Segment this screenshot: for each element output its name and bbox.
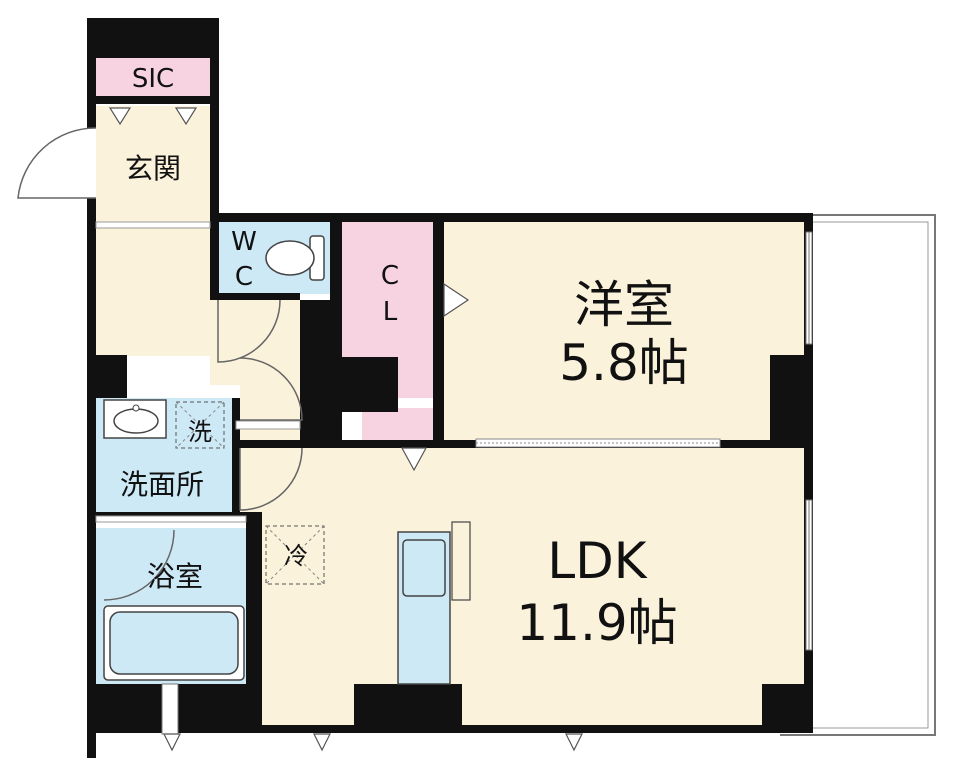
- vent-markers: [163, 733, 583, 752]
- washer-label: 洗: [188, 418, 212, 446]
- ldk-size: 11.9帖: [516, 594, 677, 652]
- youshitsu-floor: [444, 222, 804, 440]
- closet-label-c: C: [381, 261, 399, 291]
- corridor-floor: [210, 300, 306, 445]
- youshitsu-size: 5.8帖: [559, 334, 689, 392]
- youshitsu-name: 洋室: [574, 276, 674, 334]
- wc-label-w: W: [231, 227, 257, 257]
- windows: [95, 221, 813, 735]
- ldk-name: LDK: [547, 532, 647, 590]
- toilet-icon: [265, 235, 325, 281]
- balcony: [780, 214, 936, 736]
- bathtub-icon: [103, 605, 245, 681]
- closet-label-l: L: [383, 297, 398, 327]
- ldk-floor: [240, 448, 806, 725]
- sic-floor: [96, 58, 210, 96]
- hall-floor: [96, 226, 210, 356]
- closet2-floor: [362, 408, 436, 440]
- sic-label: SIC: [132, 64, 174, 94]
- genkan-label: 玄関: [125, 152, 181, 185]
- wc-label-c: C: [235, 262, 253, 292]
- closet-floor: [342, 222, 433, 398]
- senmenjo-label: 洗面所: [120, 468, 204, 501]
- fridge-space: [265, 525, 325, 585]
- kitchen-counter: [397, 521, 471, 685]
- fridge-label: 冷: [284, 542, 308, 570]
- washbasin-icon: [103, 399, 167, 439]
- door-swings: [17, 127, 303, 601]
- sliding-door: [475, 438, 721, 448]
- washer-space: [175, 401, 225, 449]
- yokushitsu-label: 浴室: [147, 560, 203, 593]
- genkan-floor: [96, 106, 210, 226]
- closet-doors: [108, 107, 470, 472]
